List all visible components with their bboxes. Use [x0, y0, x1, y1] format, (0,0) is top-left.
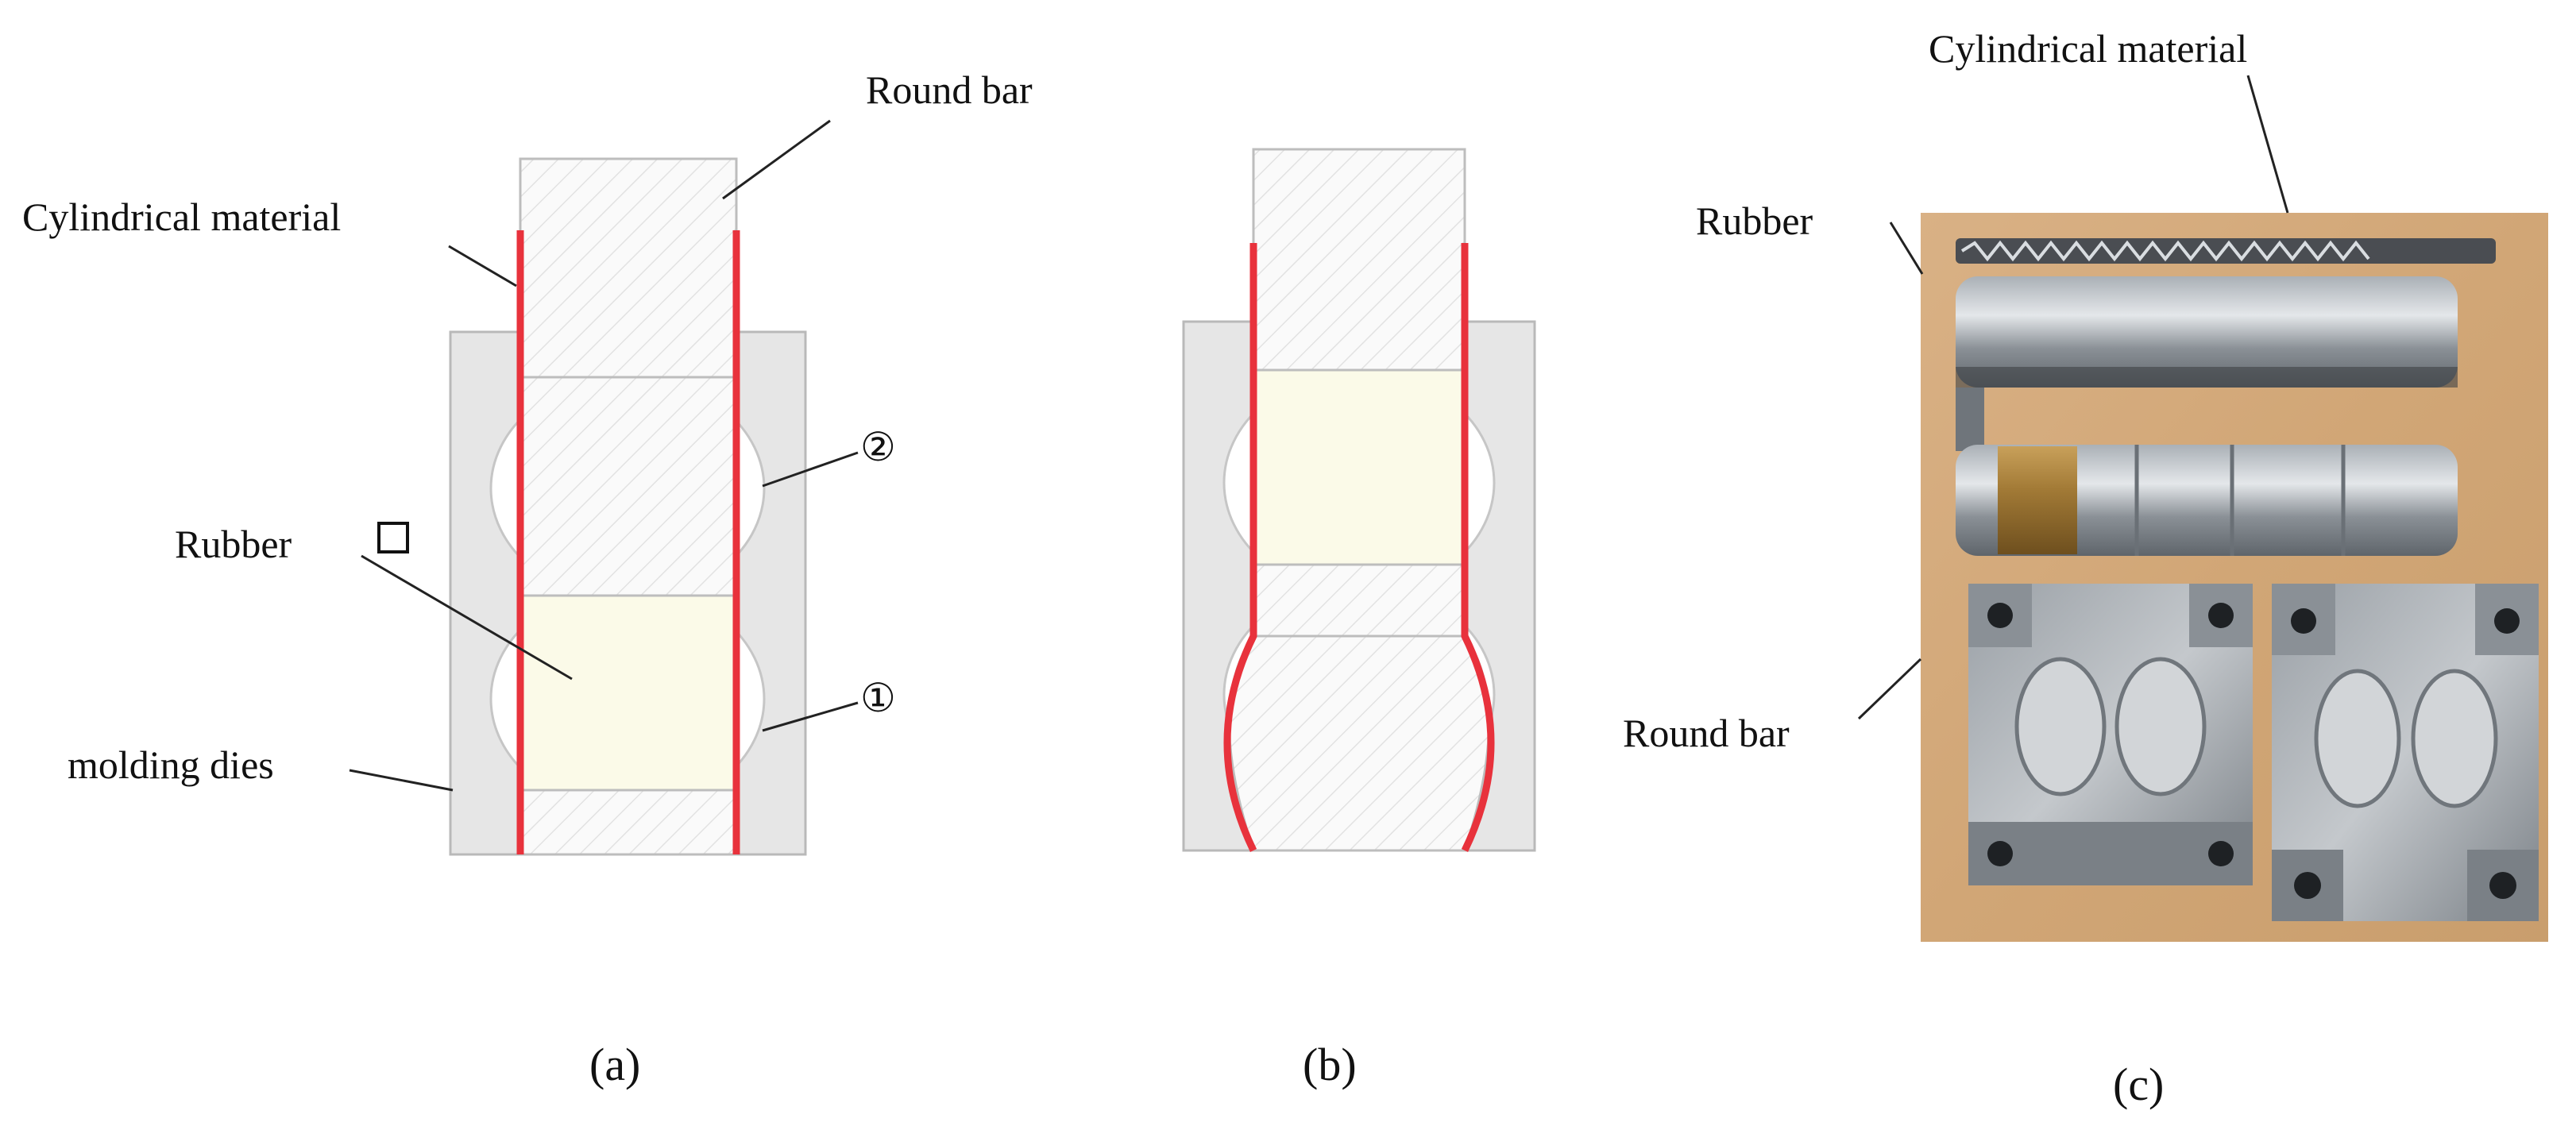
leader-cylindrical-material-c: [2246, 75, 2289, 214]
leader-molding-dies: [349, 769, 454, 792]
leader-rubber: [361, 554, 573, 681]
label-marker-1: ①: [860, 676, 896, 720]
round-bar-segment-b: [1252, 563, 1466, 638]
photo-cylinder-upper-shadow: [1956, 367, 2458, 388]
panel-c-photo: Cylindrical material Rubber Round bar (c…: [1623, 26, 2548, 1110]
label-marker-2: ②: [860, 425, 896, 469]
label-molding-dies: molding dies: [68, 742, 274, 787]
label-round-bar: Round bar: [866, 67, 1033, 112]
photo-die-half-left: [1968, 584, 2253, 885]
photo-rubber-insert: [1998, 446, 2077, 554]
round-bar-bottom: [519, 789, 738, 856]
photo-serrated-strip: [1956, 238, 2496, 264]
panel-a-diagram: Round bar Cylindrical material ② Rubber …: [22, 67, 1033, 1090]
round-bar-bulged-b: [1228, 634, 1490, 852]
caption-c: (c): [2113, 1059, 2164, 1110]
cylindrical-material-left-wall-b: [1223, 243, 1257, 852]
photo-serrated-teeth: [1960, 240, 2370, 262]
caption-b: (b): [1303, 1039, 1357, 1090]
leader-marker-2: [762, 451, 859, 488]
leader-rubber-c: [1889, 222, 1924, 275]
round-bar-segment-middle: [519, 376, 738, 597]
photo-cylinder-lower: [1956, 445, 2458, 556]
panel-b-diagram: (b): [1182, 148, 1536, 1090]
leader-round-bar-c: [1857, 658, 1922, 720]
label-rubber-c: Rubber: [1696, 199, 1813, 243]
leader-marker-1: [762, 701, 859, 732]
rubber-block-b: [1252, 368, 1466, 566]
round-bar-top-b: [1252, 148, 1466, 372]
leader-cylindrical-material: [448, 245, 517, 287]
caption-a: (a): [589, 1039, 640, 1090]
label-rubber: Rubber: [175, 522, 292, 566]
rubber-block: [519, 594, 738, 792]
label-cylindrical-material-c: Cylindrical material: [1929, 26, 2247, 71]
photo-die-half-right: [2272, 584, 2539, 921]
label-cylindrical-material: Cylindrical material: [22, 195, 341, 239]
rubber-marker-square: [377, 522, 409, 553]
leader-round-bar: [722, 119, 831, 200]
round-bar-top: [519, 157, 738, 379]
photo-connecting-rod: [1956, 388, 1984, 451]
cylindrical-material-right-wall-b: [1461, 243, 1495, 852]
label-round-bar-c: Round bar: [1623, 711, 1790, 755]
photo-cylinder-upper: [1956, 276, 2458, 388]
